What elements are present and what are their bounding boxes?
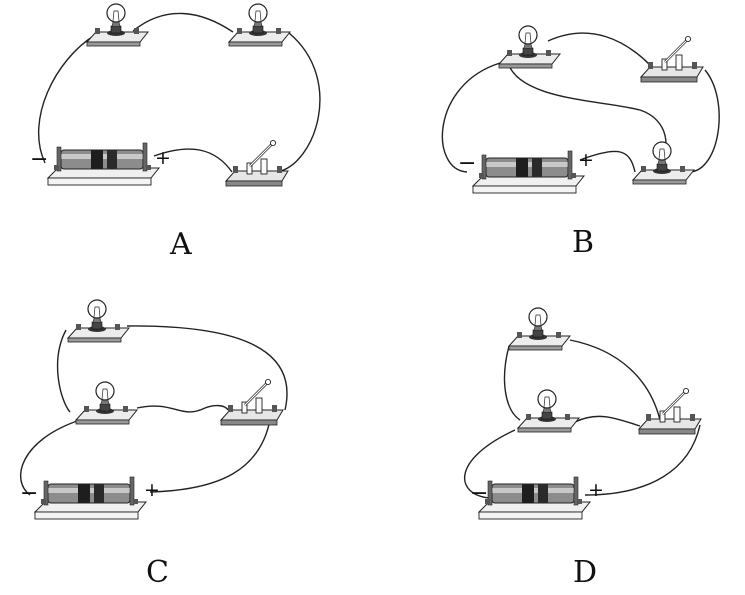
wire-c-3 [136, 404, 229, 413]
plus-sign-d: + [588, 479, 604, 501]
bulb-a-2 [228, 3, 291, 47]
panel-d: − + D [464, 307, 703, 590]
bulb-b-2 [632, 141, 695, 185]
battery-d [478, 476, 591, 520]
wire-d-3 [574, 415, 641, 427]
wire-d-2 [569, 339, 661, 421]
switch-d [637, 387, 703, 436]
panel-b: − + B [441, 25, 720, 260]
switch-a [224, 139, 290, 188]
panel-label-c: C [146, 555, 169, 590]
wire-c-1 [126, 325, 288, 411]
panel-c: − + C [20, 299, 288, 590]
plus-sign-a: + [155, 147, 171, 169]
wire-c-2 [56, 329, 71, 413]
wire-a-1 [37, 34, 96, 164]
bulb-c-1 [67, 299, 130, 343]
bulb-b-1 [498, 25, 561, 69]
bulb-d-1 [508, 307, 571, 351]
plus-sign-b: + [578, 149, 594, 171]
battery-b [472, 150, 585, 194]
bulb-c-2 [75, 381, 138, 425]
battery-c [34, 476, 147, 520]
wire-d-1 [503, 345, 521, 421]
minus-sign-d: − [470, 481, 488, 506]
wire-b-1 [441, 62, 501, 173]
bulb-d-2 [517, 389, 580, 433]
wire-d-4 [464, 429, 516, 499]
switch-b [639, 35, 705, 84]
wire-b-5 [579, 150, 636, 173]
panel-label-a: A [169, 227, 192, 262]
wire-c-4 [20, 419, 81, 496]
switch-c [219, 378, 285, 427]
panel-label-b: B [572, 225, 594, 260]
wire-b-4 [689, 69, 720, 173]
minus-sign-a: − [30, 147, 48, 172]
wire-c-5 [149, 419, 271, 493]
plus-sign-c: + [144, 479, 160, 501]
minus-sign-b: − [458, 151, 476, 176]
wire-a-4 [153, 148, 233, 173]
minus-sign-c: − [20, 481, 38, 506]
wire-a-3 [276, 32, 321, 173]
wire-a-2 [132, 12, 234, 33]
panel-label-d: D [573, 555, 597, 590]
battery-a [47, 142, 160, 186]
wire-b-2 [547, 32, 651, 66]
panel-a: − + A [30, 3, 321, 262]
wire-d-5 [584, 424, 701, 496]
bulb-a-1 [86, 3, 149, 47]
